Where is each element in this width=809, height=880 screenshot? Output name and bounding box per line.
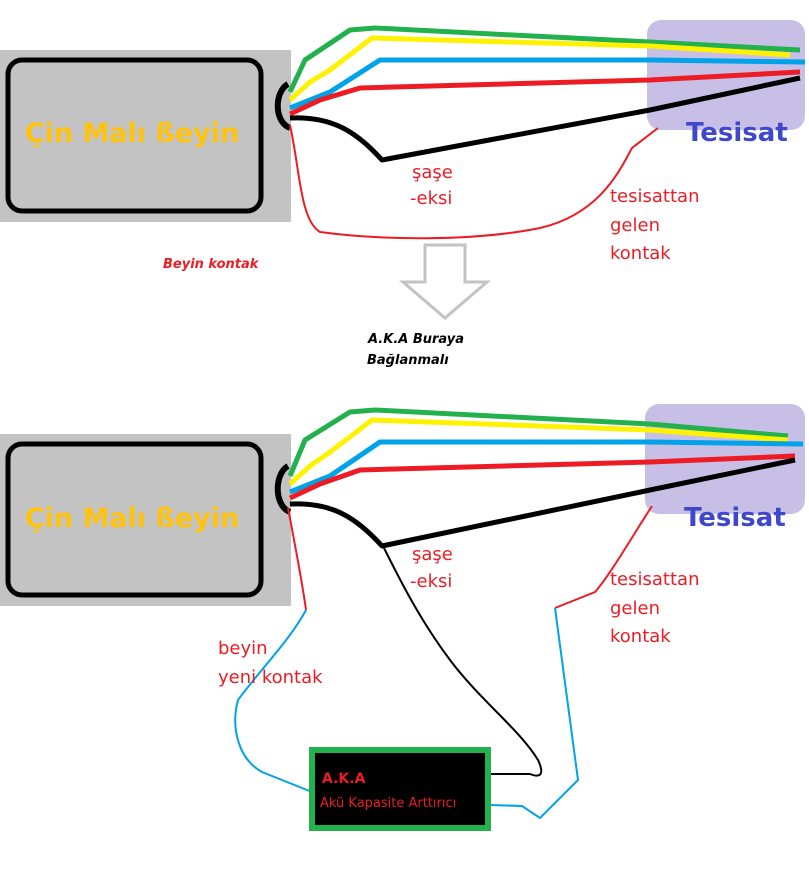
top-tesisat-label: Tesisat: [686, 118, 788, 148]
top-brain-background: [0, 50, 291, 222]
top-contact-label-2: gelen: [610, 215, 660, 236]
top-contact-label-3: kontak: [610, 243, 671, 264]
top-brain-label: Çin Malı ßeyin: [25, 118, 240, 149]
bottom-connector-plug: [274, 463, 292, 515]
bottom-tesisat-contact-wire: [554, 505, 653, 609]
top-wire-yellow: [288, 35, 791, 102]
bottom-wire-yellow: [288, 417, 789, 486]
bottom-ground-label-2: -eksi: [410, 571, 452, 592]
transition-arrow: A.K.A Buraya Bağlanmalı: [367, 243, 492, 368]
top-ground-label-2: -eksi: [410, 188, 452, 209]
bottom-contact-label-2: gelen: [610, 598, 660, 619]
top-brain-contact-wire: [289, 124, 659, 240]
top-wire-blue: [289, 57, 806, 111]
bottom-new-contact-label-2: yeni kontak: [218, 667, 323, 688]
bottom-wire-green: [287, 407, 789, 477]
top-diagram: Çin Malı ßeyin Tesisat şaşe -eksi tesisa…: [0, 20, 806, 272]
top-ground-label-1: şaşe: [412, 162, 453, 183]
bottom-ground-label-1: şaşe: [412, 544, 453, 565]
arrow-caption-2: Bağlanmalı: [367, 353, 449, 368]
top-wire-red: [288, 69, 801, 117]
bottom-wire-red: [288, 453, 796, 501]
aka-subtitle: Akü Kapasite Arttırıcı: [320, 796, 456, 811]
arrow-caption-1: A.K.A Buraya: [367, 332, 464, 347]
bottom-brain-background: [0, 434, 291, 606]
bottom-brain-box: [5, 441, 264, 598]
top-brain-box: [5, 57, 264, 214]
down-arrow-icon: [398, 243, 492, 320]
top-wire-green: [287, 25, 801, 94]
top-connector-plug: [274, 81, 292, 131]
aka-box: [309, 747, 491, 831]
top-brain-contact-label: Beyin kontak: [163, 257, 260, 272]
aka-title: A.K.A: [322, 771, 366, 787]
bottom-wire-blue: [289, 439, 804, 495]
top-contact-label-1: tesisattan: [610, 186, 699, 207]
bottom-wire-black: [289, 457, 796, 549]
bottom-brain-contact-stub: [287, 507, 307, 611]
bottom-ground-wire-to-aka: [383, 547, 543, 777]
bottom-contact-label-3: kontak: [610, 626, 671, 647]
bottom-new-contact-label-1: beyin: [218, 638, 268, 659]
bottom-tesisat-label: Tesisat: [684, 503, 786, 533]
top-wire-black: [289, 75, 801, 163]
bottom-brain-new-contact-wire: [234, 609, 313, 793]
bottom-brain-label: Çin Malı ßeyin: [25, 503, 240, 534]
bottom-tesisat-contact-to-aka: [489, 607, 580, 820]
bottom-diagram: Çin Malı ßeyin Tesisat A.K.A Akü Kapasit…: [0, 404, 805, 831]
bottom-contact-label-1: tesisattan: [610, 569, 699, 590]
